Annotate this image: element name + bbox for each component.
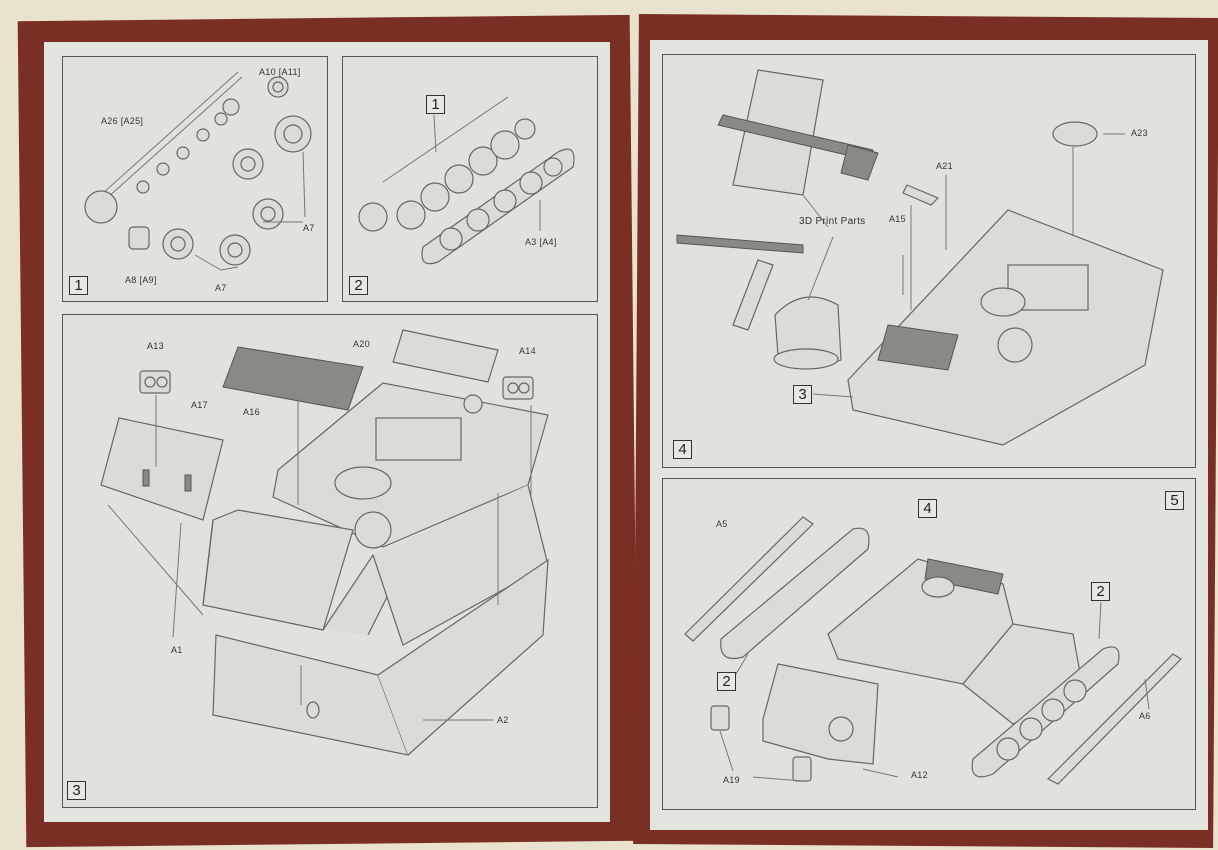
part-label: A17 xyxy=(191,400,208,410)
part-label: A2 xyxy=(497,715,509,725)
part-label: A23 xyxy=(1131,128,1148,138)
part-label: A8 [A9] xyxy=(125,275,157,285)
step-reference: 4 xyxy=(918,499,937,518)
step-number: 3 xyxy=(67,781,86,800)
part-label: A7 xyxy=(303,223,315,233)
step-4-diagram xyxy=(676,69,1164,446)
step-number: 4 xyxy=(673,440,692,459)
part-label: A5 xyxy=(716,519,728,529)
part-label: A21 xyxy=(936,161,953,171)
part-label: A15 xyxy=(889,214,906,224)
step-reference: 2 xyxy=(717,672,736,691)
part-label: A13 xyxy=(147,341,164,351)
right-page: A23 A21 3D Print Parts A15 3 4 xyxy=(650,40,1208,830)
part-label: A19 xyxy=(723,775,740,785)
step-number: 5 xyxy=(1165,491,1184,510)
part-label: A7 xyxy=(215,283,227,293)
part-label: A26 [A25] xyxy=(101,116,144,126)
step-5-panel: A5 A6 A12 A19 4 2 2 5 xyxy=(662,478,1196,810)
callout-3d-print-parts: 3D Print Parts xyxy=(799,216,866,227)
step-3-diagram xyxy=(100,329,549,756)
step-2-panel: 1 A3 [A4] 2 xyxy=(342,56,598,302)
left-page: A10 [A11] A26 [A25] A7 A8 [A9] A7 1 1 A3… xyxy=(44,42,610,822)
part-label: A6 xyxy=(1139,711,1151,721)
step-1-panel: A10 [A11] A26 [A25] A7 A8 [A9] A7 1 xyxy=(62,56,328,302)
step-1-diagram xyxy=(84,71,312,271)
part-label: A10 [A11] xyxy=(259,67,301,77)
step-number: 1 xyxy=(69,276,88,295)
part-label: A14 xyxy=(519,346,536,356)
step-reference: 3 xyxy=(793,385,812,404)
part-label: A20 xyxy=(353,339,370,349)
step-5-diagram xyxy=(684,516,1182,785)
part-label: A12 xyxy=(911,770,928,780)
step-3-panel: A13 A20 A14 A17 A16 A1 A2 3 xyxy=(62,314,598,808)
step-number: 2 xyxy=(349,276,368,295)
step-reference: 1 xyxy=(426,95,445,114)
part-label: A1 xyxy=(171,645,183,655)
part-label: A3 [A4] xyxy=(525,237,557,247)
step-2-diagram xyxy=(358,96,575,265)
part-label: A16 xyxy=(243,407,260,417)
step-4-panel: A23 A21 3D Print Parts A15 3 4 xyxy=(662,54,1196,468)
step-reference: 2 xyxy=(1091,582,1110,601)
